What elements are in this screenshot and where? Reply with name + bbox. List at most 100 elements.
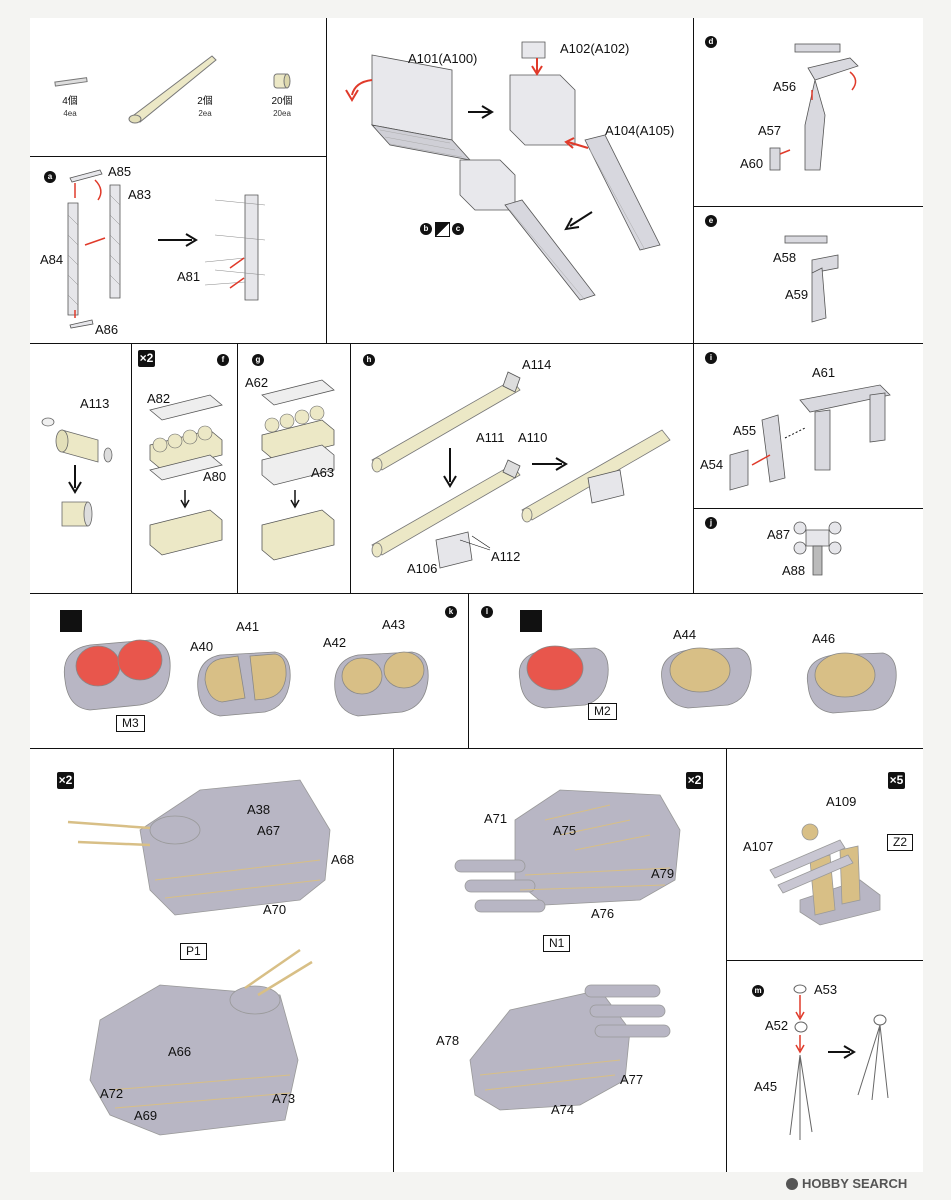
part-label: A44 — [673, 627, 697, 642]
step-f-marker: f — [217, 354, 229, 366]
part-label: A41 — [236, 619, 260, 634]
part-label: A57 — [758, 123, 782, 138]
photo-etch-icon — [520, 610, 542, 632]
part-label: A43 — [382, 617, 406, 632]
resin-part-box: M2 — [588, 703, 617, 720]
part-label: A104(A105) — [605, 123, 675, 138]
part-label: A87 — [767, 527, 791, 542]
part-label: A77 — [620, 1072, 644, 1087]
part-label: A111 — [476, 430, 505, 445]
resin-part-box: Z2 — [887, 834, 914, 851]
divider — [468, 593, 469, 748]
divider — [30, 748, 923, 749]
part-label: A74 — [551, 1102, 575, 1117]
intro-unit-1: 4ea — [63, 109, 77, 118]
part-label: A88 — [782, 563, 806, 578]
part-label: A114 — [522, 357, 552, 372]
part-label: A52 — [765, 1018, 789, 1033]
intro-count-2: 2個 — [197, 96, 213, 107]
part-label: A82 — [147, 391, 171, 406]
intro-unit-3: 20ea — [273, 109, 291, 118]
part-label: A63 — [311, 465, 335, 480]
step-c-marker: c — [452, 223, 464, 235]
intro-unit-2: 2ea — [198, 109, 212, 118]
divider — [30, 156, 326, 157]
divider — [693, 206, 923, 207]
step-e-marker: e — [705, 215, 717, 227]
part-label: A68 — [331, 852, 355, 867]
part-label: A83 — [128, 187, 152, 202]
step-l-marker: l — [481, 606, 493, 618]
part-label: A80 — [203, 469, 227, 484]
divider — [726, 960, 923, 961]
divider — [131, 343, 132, 593]
intro-count-3: 20個 — [271, 96, 293, 107]
part-label: A109 — [826, 794, 857, 809]
part-label: A75 — [553, 823, 577, 838]
step-m-marker: m — [752, 985, 764, 997]
part-label: A81 — [177, 269, 201, 284]
multiplier-badge: ×2 — [57, 772, 74, 789]
divider — [326, 18, 327, 343]
multiplier-badge: ×2 — [138, 350, 155, 367]
multiplier-badge: ×2 — [686, 772, 703, 789]
step-a-marker: a — [44, 171, 56, 183]
part-label: A66 — [168, 1044, 192, 1059]
watermark: HOBBY SEARCH — [786, 1176, 907, 1191]
part-label: A70 — [263, 902, 287, 917]
part-label: A107 — [743, 839, 774, 854]
flip-icon — [435, 222, 450, 237]
resin-part-box: N1 — [543, 935, 571, 952]
part-label: A58 — [773, 250, 797, 265]
part-label: A62 — [245, 375, 269, 390]
watermark-logo-icon — [786, 1178, 798, 1190]
part-label: A71 — [484, 811, 508, 826]
part-label: A53 — [814, 982, 838, 997]
divider — [30, 343, 923, 344]
part-label: A46 — [812, 631, 836, 646]
part-label: A56 — [773, 79, 797, 94]
step-i-marker: i — [705, 352, 717, 364]
part-label: A45 — [754, 1079, 778, 1094]
part-label: A72 — [100, 1086, 124, 1101]
step-k-marker: k — [445, 606, 457, 618]
part-label: A84 — [40, 252, 64, 267]
part-label: A42 — [323, 635, 347, 650]
part-label: A102(A102) — [560, 41, 630, 56]
part-label: A69 — [134, 1108, 158, 1123]
part-label: A85 — [108, 164, 132, 179]
part-label: A113 — [80, 396, 110, 411]
divider — [237, 343, 238, 593]
part-label: A54 — [700, 457, 724, 472]
multiplier-badge: ×5 — [888, 772, 905, 789]
part-label: A40 — [190, 639, 214, 654]
part-label: A110 — [518, 430, 548, 445]
part-label: A78 — [436, 1033, 460, 1048]
step-b-marker: b — [420, 223, 432, 235]
part-label: A79 — [651, 866, 675, 881]
divider — [393, 748, 394, 1172]
step-g-marker: g — [252, 354, 264, 366]
part-label: A55 — [733, 423, 757, 438]
part-label: A67 — [257, 823, 281, 838]
part-label: A59 — [785, 287, 809, 302]
step-h-marker: h — [363, 354, 375, 366]
part-label: A60 — [740, 156, 764, 171]
intro-count-1: 4個 — [62, 96, 78, 107]
part-label: A76 — [591, 906, 615, 921]
part-label: A73 — [272, 1091, 296, 1106]
